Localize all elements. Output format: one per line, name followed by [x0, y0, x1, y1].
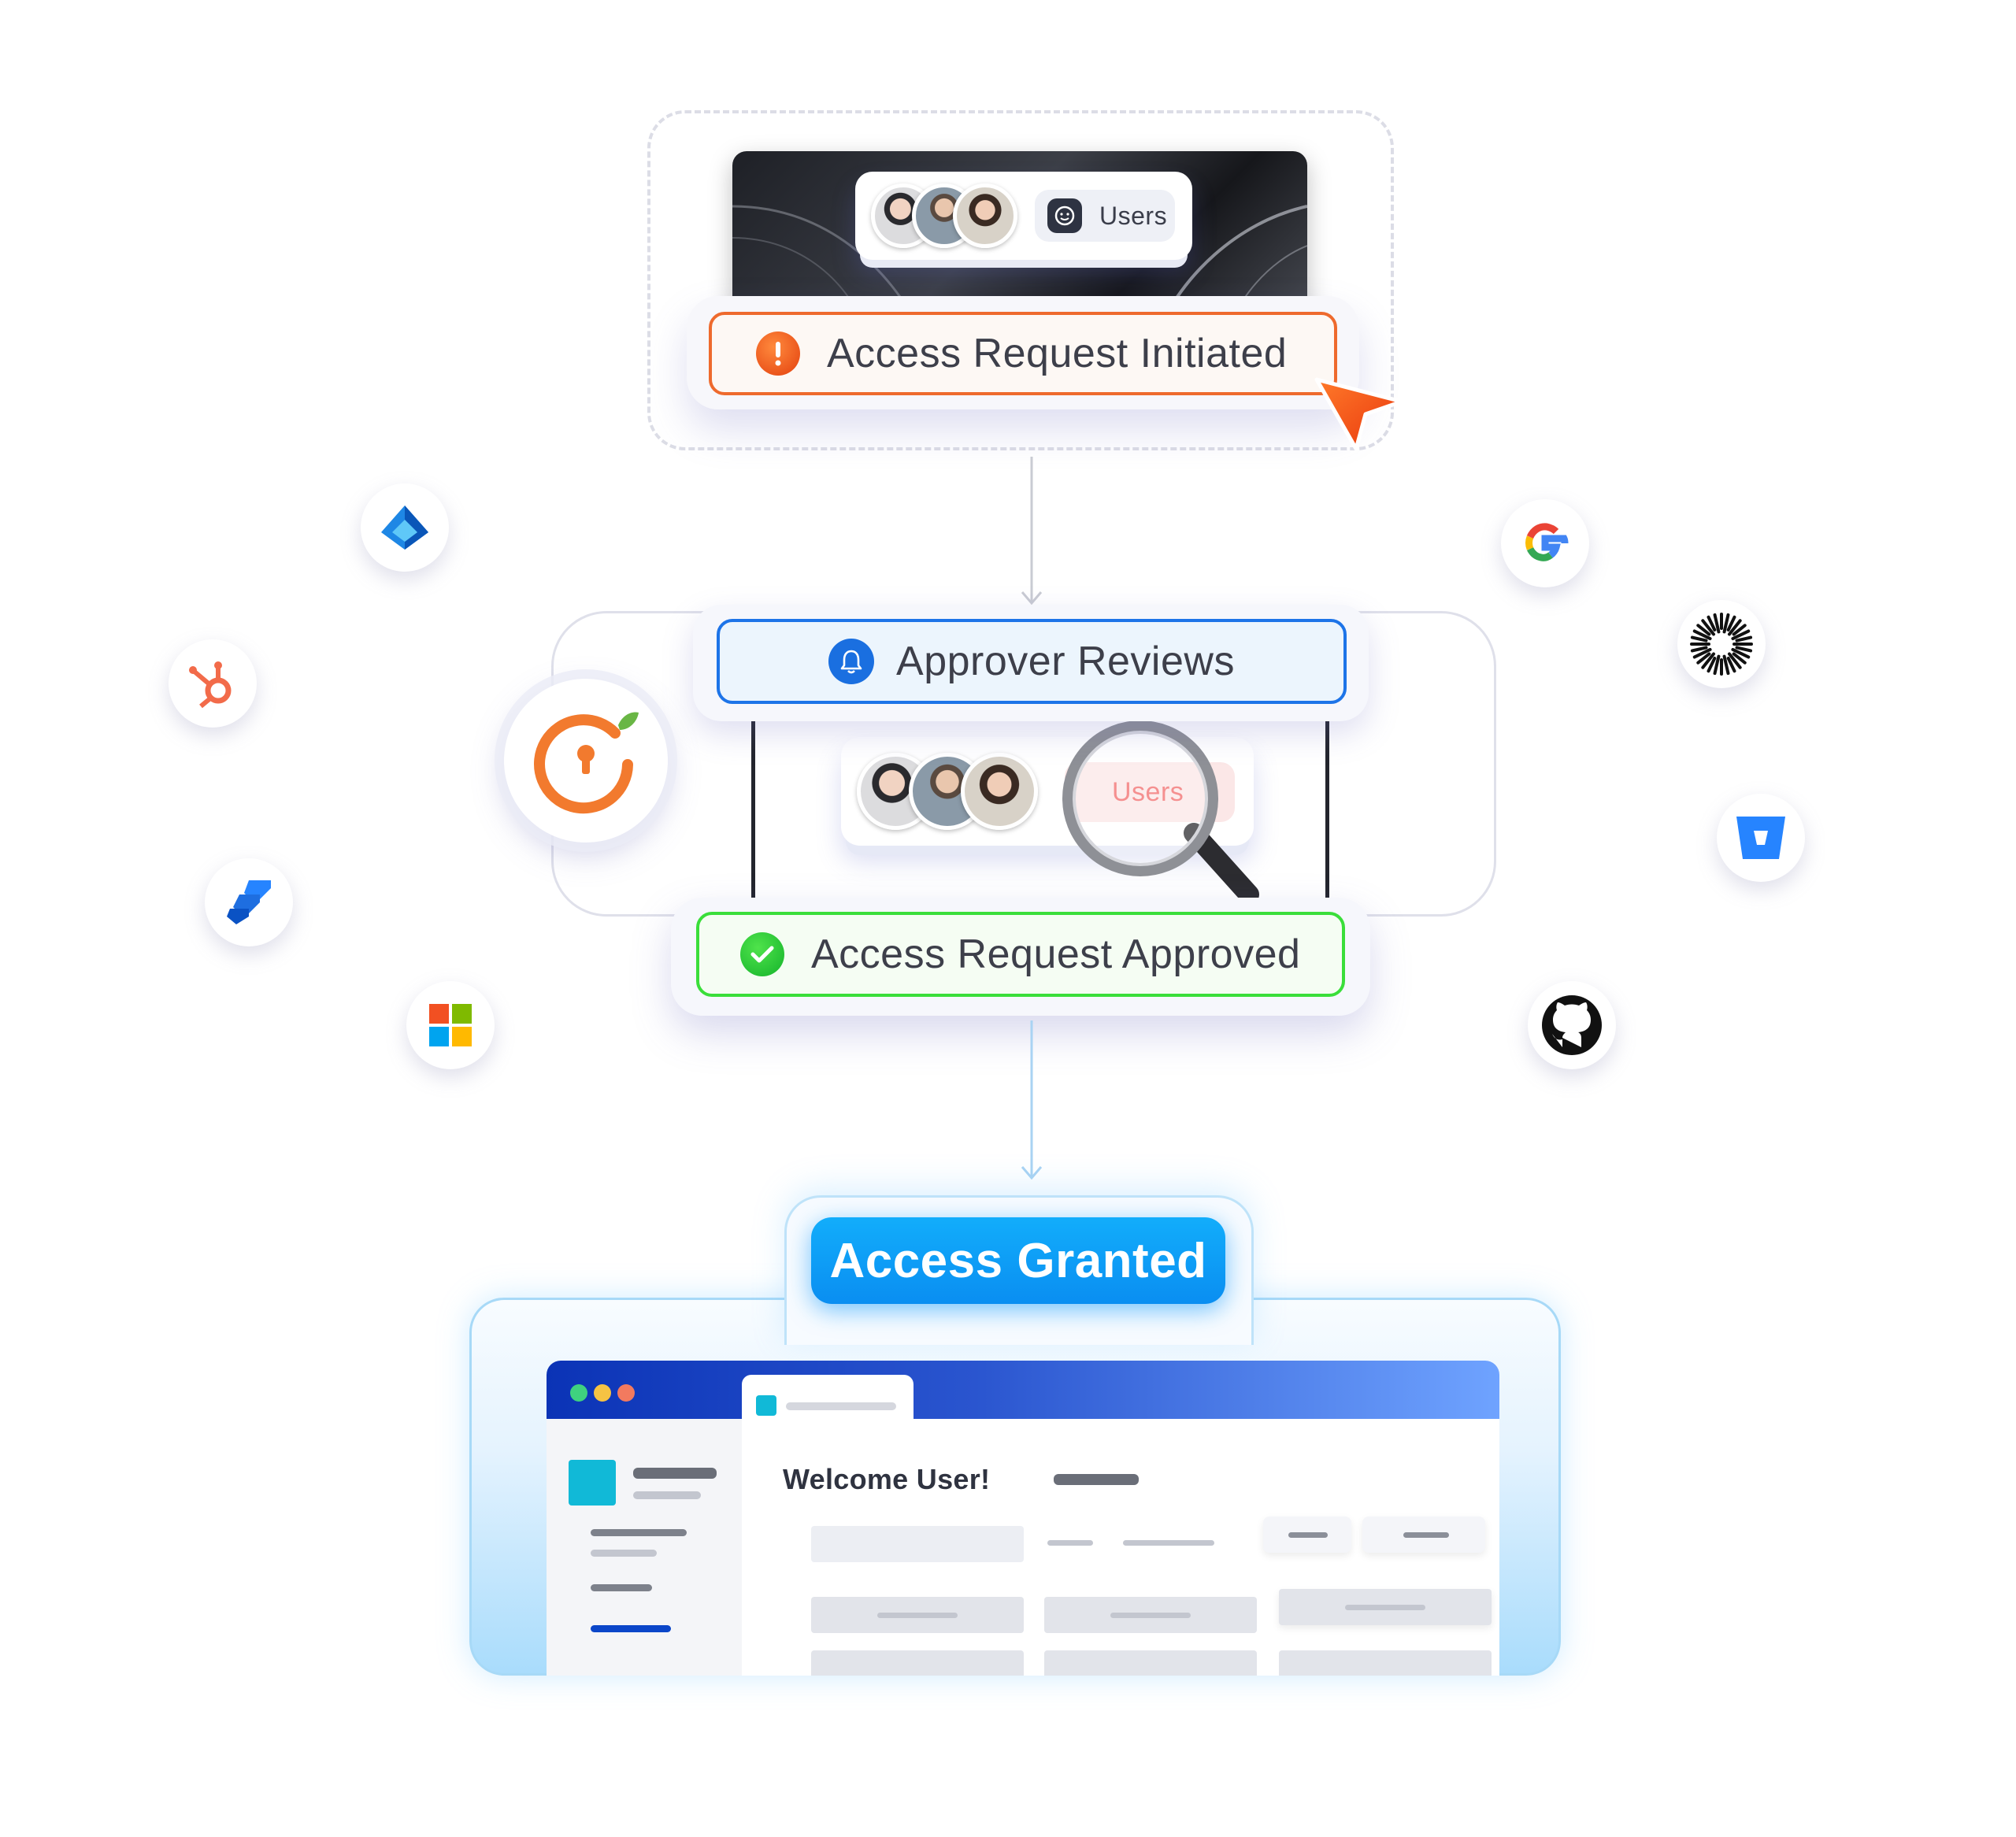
- app-nav-item-active[interactable]: [591, 1625, 671, 1632]
- users-chip: Users: [855, 172, 1192, 260]
- user-face-icon: [1047, 198, 1082, 233]
- users-pill: Users: [1035, 190, 1175, 242]
- jira-icon: [205, 858, 293, 946]
- microsoft-icon: [406, 981, 495, 1069]
- app-nav-item[interactable]: [591, 1550, 657, 1557]
- approver-label: Approver Reviews: [896, 639, 1235, 684]
- app-text-placeholder: [1047, 1540, 1093, 1546]
- status-label: Access Request Initiated: [827, 331, 1288, 376]
- app-logo: [569, 1460, 616, 1506]
- magnified-users-label: Users: [1112, 777, 1184, 808]
- app-tab-title: [786, 1402, 896, 1410]
- window-dot: [617, 1384, 635, 1402]
- cursor-arrow-icon: [1314, 377, 1404, 451]
- avatar: [953, 183, 1017, 248]
- app-card-placeholder: [1279, 1650, 1492, 1676]
- azure-ad-icon: [361, 483, 449, 572]
- github-icon: [1528, 981, 1616, 1069]
- app-tab[interactable]: [742, 1375, 914, 1422]
- app-titlebar: [547, 1361, 1499, 1419]
- check-circle-icon: [740, 932, 784, 976]
- connector-arrow: [1021, 1020, 1043, 1180]
- app-sidebar: [547, 1419, 742, 1676]
- app-text-placeholder: [1123, 1540, 1214, 1546]
- approved-label: Access Request Approved: [811, 931, 1301, 977]
- welcome-heading: Welcome User!: [783, 1463, 991, 1495]
- starburst-icon: [1677, 600, 1766, 688]
- access-request-initiated-status: Access Request Initiated: [709, 312, 1337, 395]
- app-button-placeholder[interactable]: [1362, 1517, 1485, 1553]
- access-granted-badge: Access Granted: [811, 1217, 1225, 1304]
- warning-icon: [756, 331, 800, 376]
- app-card-placeholder: [1044, 1650, 1257, 1676]
- bitbucket-icon: [1717, 794, 1805, 882]
- app-nav-item[interactable]: [591, 1529, 687, 1536]
- app-nav-item[interactable]: [591, 1584, 652, 1591]
- vault-keyhole-icon: [504, 679, 668, 843]
- app-tab-favicon: [756, 1395, 776, 1416]
- window-dot: [570, 1384, 587, 1402]
- hubspot-icon: [169, 639, 257, 728]
- app-button-placeholder[interactable]: [1263, 1517, 1351, 1553]
- app-card-placeholder: [811, 1597, 1024, 1633]
- users-label: Users: [1099, 201, 1168, 230]
- app-window: Welcome User!: [547, 1361, 1499, 1676]
- bell-icon: [828, 639, 875, 684]
- google-icon: [1501, 499, 1589, 587]
- access-request-approved-status: Access Request Approved: [696, 912, 1345, 997]
- app-card-placeholder: [1044, 1597, 1257, 1633]
- app-card-placeholder: [1279, 1589, 1492, 1625]
- app-sidebar-heading: [633, 1468, 717, 1479]
- connector-arrow: [1021, 457, 1043, 606]
- window-dot: [594, 1384, 611, 1402]
- app-header-placeholder: [1054, 1474, 1139, 1485]
- app-sidebar-subheading: [633, 1491, 701, 1499]
- approver-reviews-status: Approver Reviews: [717, 619, 1347, 704]
- app-card-placeholder: [811, 1650, 1024, 1676]
- avatar: [961, 753, 1038, 830]
- magnifier-icon: [1062, 720, 1259, 904]
- step1-dashed-frame: [647, 110, 1394, 450]
- app-search-placeholder[interactable]: [811, 1526, 1024, 1562]
